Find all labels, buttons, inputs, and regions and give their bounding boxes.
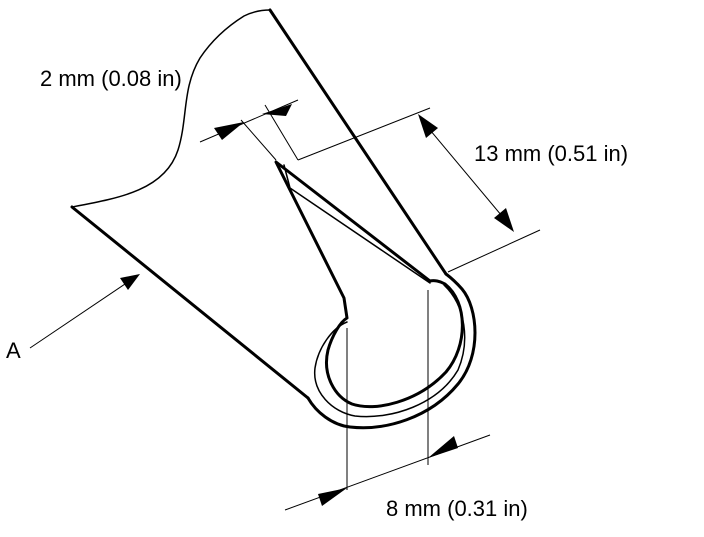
label-hook-length: 13 mm (0.51 in): [474, 141, 628, 166]
dim-line-thickness: [199, 99, 299, 143]
slot-outline: [274, 160, 464, 409]
dim-line-hook-length: [419, 117, 513, 229]
dimension-arrowheads: [120, 104, 514, 506]
arrow-width-right: [428, 436, 458, 458]
hook-outer-curve: [306, 272, 477, 430]
arrow-thickness-left: [214, 122, 244, 140]
label-thickness: 2 mm (0.08 in): [40, 66, 182, 91]
slot-thickness-edge: [283, 164, 431, 284]
arrow-thickness-right: [262, 104, 292, 116]
hook-inner-curve: [314, 284, 466, 418]
label-part-a: A: [6, 338, 21, 363]
extension-line-bottom-right: [447, 229, 541, 273]
arrow-a-leader: [120, 274, 140, 290]
sheet-metal-part: [70, 8, 477, 430]
dimension-lines: [29, 99, 541, 511]
leader-line-a: [29, 277, 135, 349]
extension-line-tip-left: [240, 119, 277, 161]
arrow-hook-length-top: [418, 114, 438, 138]
part-left-edge: [70, 205, 310, 400]
arrow-width-left: [318, 488, 347, 506]
arrow-hook-length-bottom: [494, 208, 514, 232]
break-line: [71, 9, 271, 208]
part-right-edge: [268, 8, 448, 276]
label-hook-width: 8 mm (0.31 in): [386, 496, 528, 521]
extension-line-top-right: [297, 107, 431, 161]
